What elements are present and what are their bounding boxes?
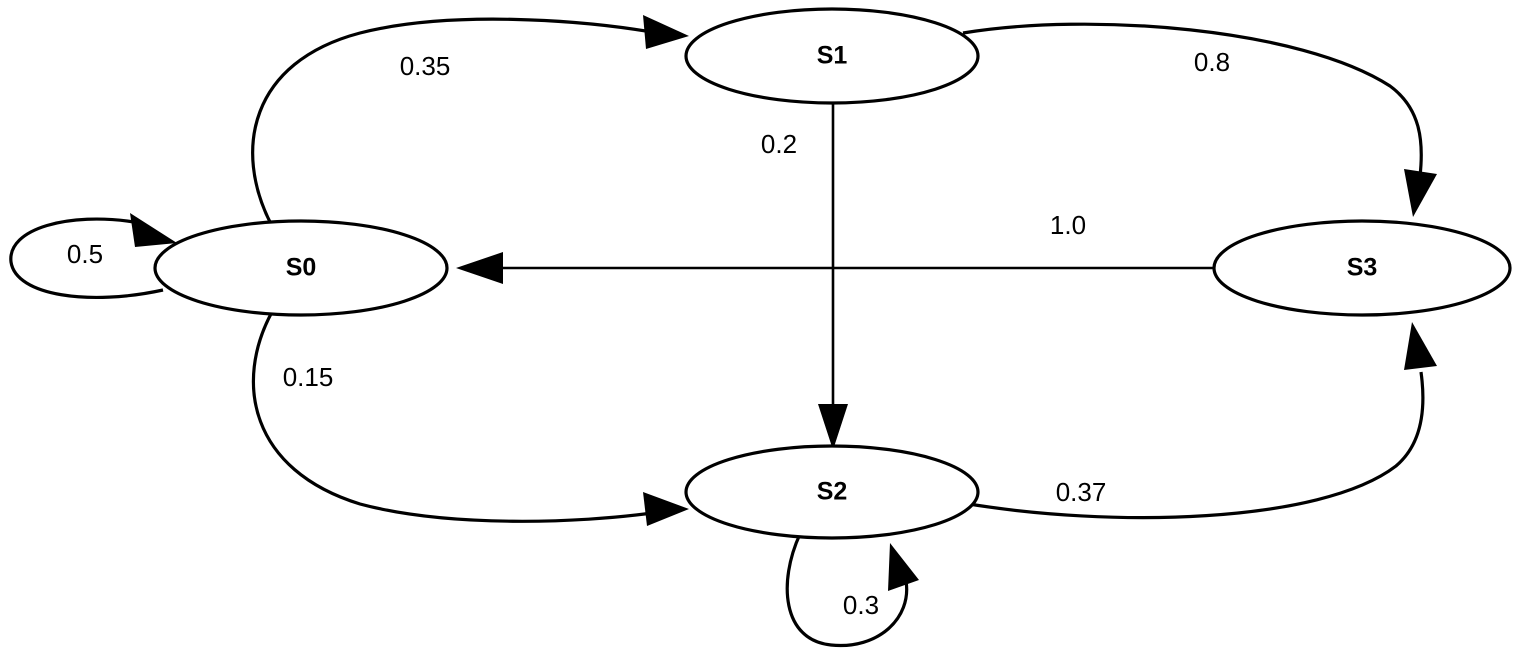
node-s3-ellipse — [1212, 219, 1512, 317]
node-s3[interactable]: S3 — [1212, 219, 1512, 317]
edge-s1-to-s3[interactable]: 0.8 — [962, 22, 1437, 217]
edge-s2-to-s3-label: 0.37 — [1056, 477, 1107, 507]
node-s0[interactable]: S0 — [153, 219, 449, 317]
node-s1-ellipse — [684, 7, 980, 105]
node-s2-ellipse — [684, 444, 980, 540]
node-s0-ellipse — [153, 219, 449, 317]
edge-s2-self-loop-arrowhead — [888, 543, 919, 591]
edge-s1-to-s2[interactable]: 0.2 — [761, 103, 848, 450]
edge-s1-to-s3-label: 0.8 — [1194, 47, 1230, 77]
edge-s3-to-s0-arrowhead — [456, 252, 503, 284]
edge-s0-self-loop-label: 0.5 — [67, 239, 103, 269]
edge-s0-to-s2-label: 0.15 — [283, 362, 334, 392]
edge-s2-self-loop[interactable]: 0.3 — [785, 533, 919, 648]
node-s1-label: S1 — [817, 42, 848, 70]
edge-s3-to-s0[interactable]: 1.0 — [456, 210, 1214, 284]
edge-s0-to-s2[interactable]: 0.15 — [251, 311, 689, 526]
edge-s0-to-s1[interactable]: 0.35 — [251, 15, 689, 225]
edge-s1-to-s2-arrowhead — [818, 404, 848, 450]
edge-s3-to-s0-label: 1.0 — [1050, 210, 1086, 240]
edge-s0-self-loop-path — [9, 217, 164, 299]
edge-s0-self-loop[interactable]: 0.5 — [9, 213, 177, 299]
edge-s2-to-s3-path — [962, 371, 1425, 520]
node-s2[interactable]: S2 — [684, 444, 980, 540]
node-s0-label: S0 — [286, 254, 317, 282]
edge-s2-self-loop-label: 0.3 — [843, 590, 879, 620]
edge-s0-to-s2-arrowhead — [643, 492, 689, 526]
edge-s1-to-s2-label: 0.2 — [761, 129, 797, 159]
edge-s0-to-s1-arrowhead — [643, 15, 689, 49]
edge-s1-to-s3-arrowhead — [1404, 169, 1437, 217]
edge-s0-self-loop-arrowhead — [130, 213, 177, 247]
edge-s2-to-s3-arrowhead — [1404, 322, 1437, 370]
node-s2-label: S2 — [817, 478, 848, 506]
edge-s1-to-s3-path — [962, 22, 1423, 177]
edge-s0-to-s2-path — [251, 311, 653, 523]
edge-s0-to-s1-label: 0.35 — [400, 51, 451, 81]
node-s3-label: S3 — [1347, 254, 1378, 282]
edge-s2-self-loop-path — [785, 533, 909, 648]
edge-s0-to-s1-path — [251, 17, 653, 225]
edge-s2-to-s3[interactable]: 0.37 — [962, 322, 1437, 520]
node-s1[interactable]: S1 — [684, 7, 980, 105]
